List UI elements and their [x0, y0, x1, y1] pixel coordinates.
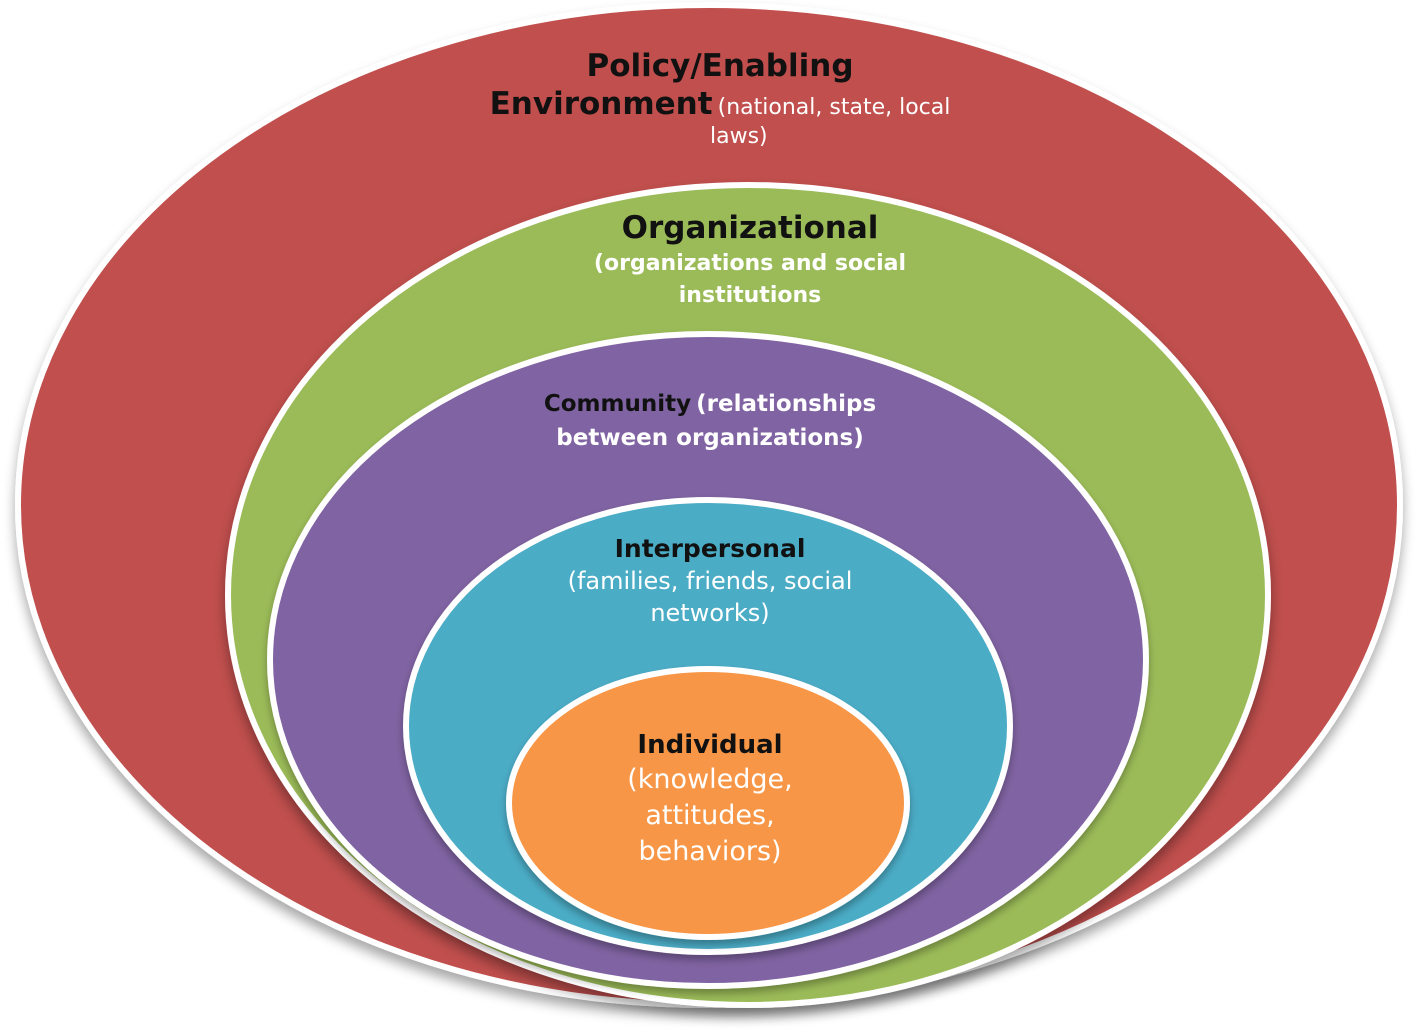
individual-title: Individual: [637, 730, 783, 760]
community-title: Community: [543, 391, 692, 417]
individual-detail: (knowledge,: [627, 763, 793, 795]
policy-title: Policy/Enabling: [586, 48, 854, 84]
organizational-detail-line2: institutions: [678, 282, 822, 308]
policy-label: Policy/Enabling Environment (national, s…: [440, 48, 1000, 150]
organizational-title: Organizational: [621, 210, 879, 246]
interpersonal-detail: (families, friends, social: [567, 566, 853, 595]
community-label: Community (relationships between organiz…: [470, 390, 950, 452]
community-detail-line2: between organizations): [556, 425, 864, 452]
policy-detail: (national, state, local: [717, 94, 951, 120]
organizational-label: Organizational (organizations and social…: [520, 210, 980, 312]
individual-label: Individual (knowledge, attitudes, behavi…: [560, 730, 860, 869]
interpersonal-detail-line2: networks): [650, 598, 770, 627]
community-detail: (relationships: [696, 391, 877, 417]
interpersonal-title: Interpersonal: [614, 534, 806, 563]
organizational-detail: (organizations and social: [593, 250, 907, 276]
ring-individual: [506, 666, 910, 940]
individual-detail-line3: behaviors): [638, 835, 782, 867]
policy-detail-line2: laws): [710, 123, 768, 149]
interpersonal-label: Interpersonal (families, friends, social…: [520, 534, 900, 629]
policy-title-line2: Environment: [489, 85, 713, 122]
individual-detail-line2: attitudes,: [645, 799, 775, 831]
